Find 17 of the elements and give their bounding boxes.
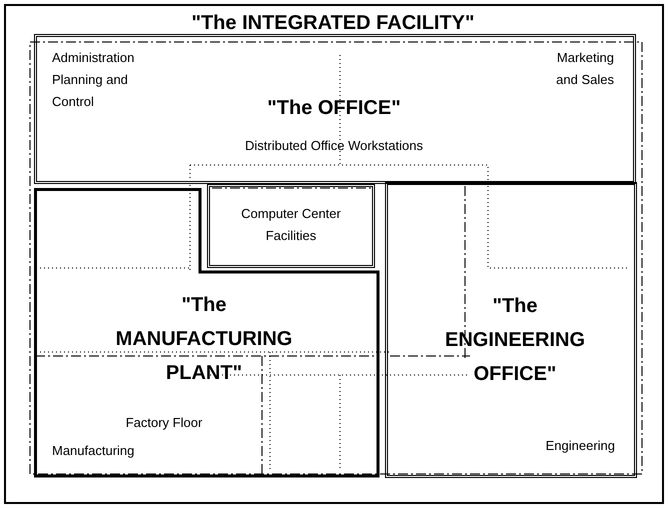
region-title: "The MANUFACTURING PLANT" [114, 293, 294, 386]
department-label: Marketing and Sales [555, 49, 614, 89]
department-label: Manufacturing [52, 442, 136, 460]
department-label: Computer Center Facilities [240, 205, 342, 245]
facility-outline [4, 4, 664, 504]
region-title: "The OFFICE" [266, 96, 402, 121]
office-region [34, 34, 636, 184]
plant-region [34, 188, 380, 478]
engineering-region [385, 182, 637, 478]
department-label: Distributed Office Workstations [244, 137, 424, 155]
department-label: Engineering [544, 437, 615, 455]
region-title: "The ENGINEERING OFFICE" [444, 294, 586, 387]
department-label: Planning and Control [52, 71, 129, 111]
computer-center-box [207, 184, 375, 268]
department-label: Factory Floor [124, 414, 204, 432]
region-title: "The INTEGRATED FACILITY" [190, 11, 476, 36]
department-label: Administration [52, 49, 136, 67]
